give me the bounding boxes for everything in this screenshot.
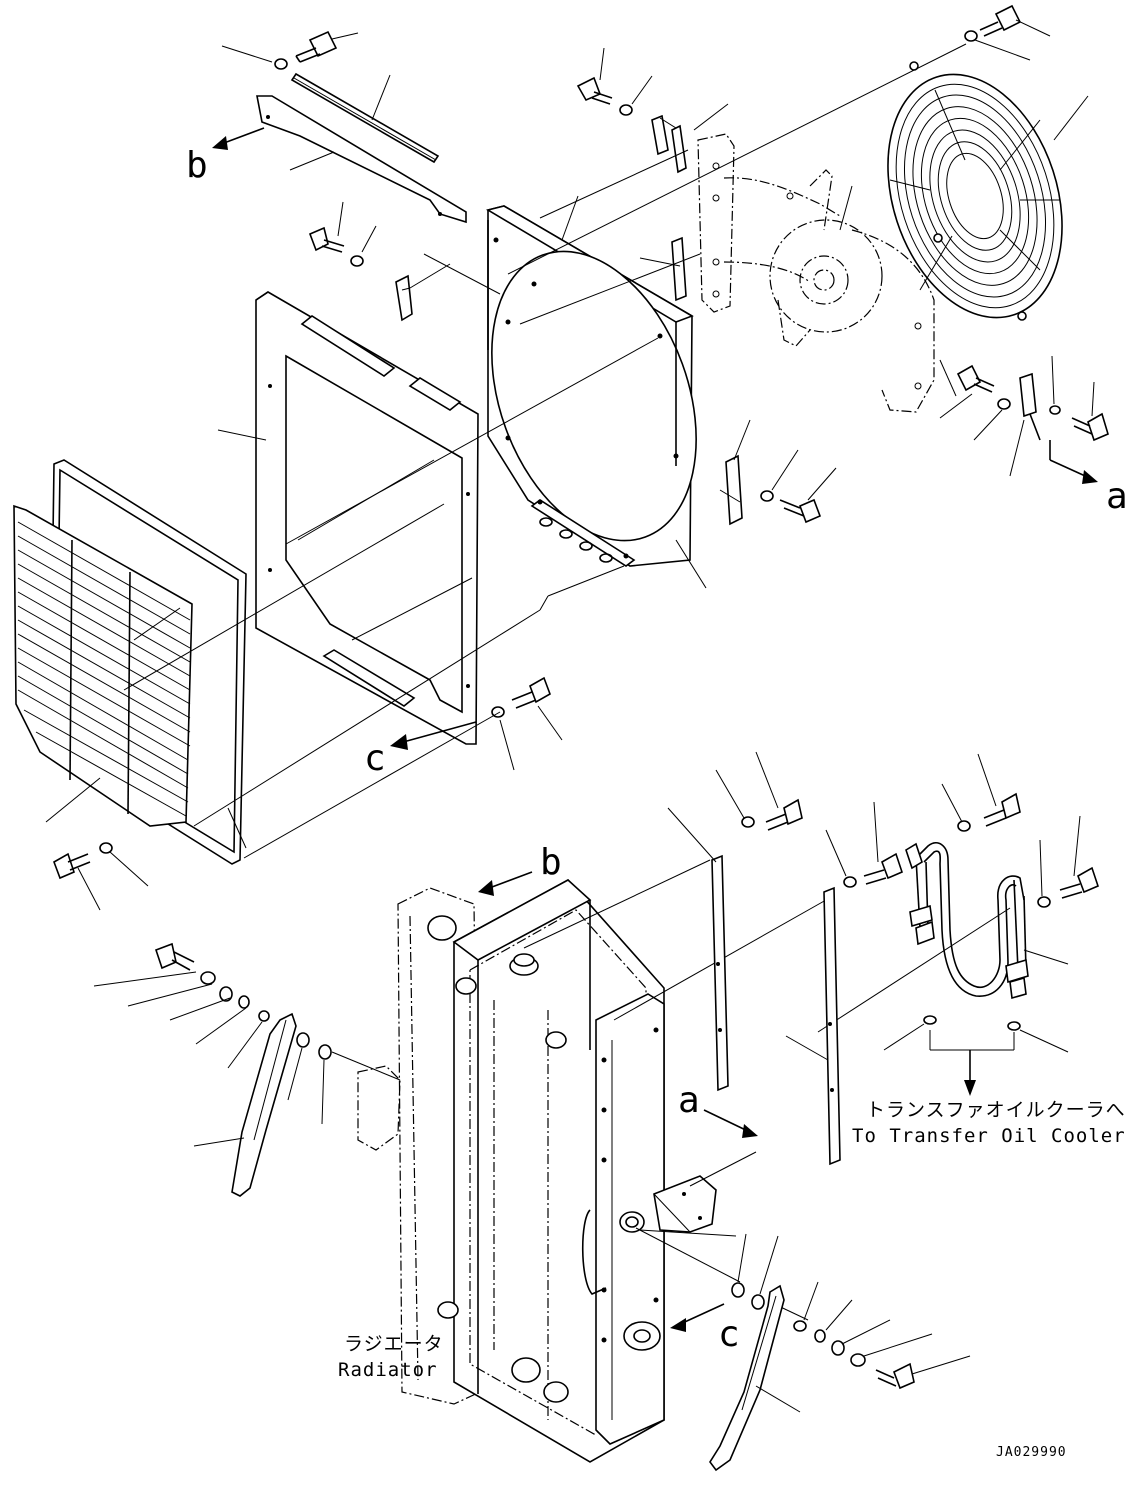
washer-icon bbox=[850, 1353, 866, 1367]
label-c-top: c bbox=[364, 738, 386, 779]
upper-tank bbox=[427, 915, 567, 1049]
drawing-code: JA029990 bbox=[996, 1445, 1067, 1460]
stay-plates-group: a bbox=[667, 751, 903, 1166]
bolt-icon bbox=[765, 798, 803, 831]
label-c-bottom: c bbox=[718, 1314, 740, 1355]
label-transfer-en: To Transfer Oil Cooler bbox=[852, 1125, 1126, 1147]
arrow-b-top bbox=[212, 127, 265, 150]
washer-icon bbox=[1037, 896, 1051, 908]
washer-icon bbox=[760, 490, 774, 502]
panel-bolt-group: c bbox=[364, 676, 563, 779]
label-radiator-jp: ラジエータ bbox=[344, 1333, 444, 1355]
washer-icon bbox=[200, 971, 216, 985]
fan-shroud bbox=[485, 195, 707, 589]
stay-plate bbox=[1019, 372, 1041, 441]
washer-icon bbox=[350, 255, 364, 267]
bolt-icon bbox=[511, 676, 551, 709]
bolt-icon bbox=[53, 852, 91, 880]
radiator-grille bbox=[13, 459, 247, 911]
washer-icon bbox=[238, 995, 250, 1009]
nut-icon bbox=[219, 986, 233, 1002]
bolt-icon bbox=[308, 226, 345, 253]
bolt-icon bbox=[875, 1362, 915, 1390]
bolt-icon bbox=[1071, 412, 1109, 442]
bracket-arm bbox=[231, 1012, 297, 1197]
arrow-c-top bbox=[390, 721, 477, 750]
latch-clip bbox=[395, 274, 413, 322]
bolt-icon bbox=[863, 852, 903, 885]
bolt-icon bbox=[779, 498, 822, 524]
arrow-c-bottom bbox=[670, 1303, 725, 1332]
oil-pipe bbox=[905, 842, 1029, 1000]
grille-slats bbox=[17, 521, 191, 817]
mount-clip bbox=[651, 114, 687, 174]
guard-panel bbox=[217, 291, 479, 745]
stay-plate-long bbox=[823, 886, 841, 1166]
stay-group: a bbox=[939, 355, 1128, 517]
washer-icon bbox=[274, 58, 288, 70]
washer-icon bbox=[741, 816, 755, 828]
label-b-bottom: b bbox=[540, 842, 562, 883]
stay-plate-long bbox=[711, 854, 729, 1092]
arrow-a-top bbox=[1049, 440, 1098, 484]
fan-motor-bracket-phantom bbox=[697, 133, 935, 413]
radiator-core: b c bbox=[357, 842, 740, 1463]
label-transfer-jp: トランスファオイルクーラへ bbox=[866, 1099, 1126, 1121]
fan-guard bbox=[887, 61, 1063, 321]
washer-icon bbox=[964, 30, 978, 42]
label-b-top: b bbox=[186, 145, 208, 186]
bolt-icon bbox=[576, 76, 613, 105]
cover-plate bbox=[256, 95, 467, 224]
washer-icon bbox=[1049, 405, 1061, 415]
label-a-top: a bbox=[1106, 476, 1128, 517]
bolt-icon bbox=[295, 30, 338, 63]
arrow-b-bottom bbox=[478, 871, 533, 896]
left-arm-group bbox=[93, 942, 332, 1197]
assembly-center-lines bbox=[123, 43, 1011, 1321]
side-clip-group bbox=[725, 419, 837, 526]
oil-pipe-group: トランスファオイルクーラへ To Transfer Oil Cooler bbox=[852, 753, 1126, 1147]
spacer-icon bbox=[258, 1010, 270, 1022]
mount-bracket bbox=[653, 1175, 717, 1233]
bracket-clips-group bbox=[576, 47, 729, 302]
side-clip bbox=[725, 454, 743, 526]
bolt-icon bbox=[154, 942, 195, 971]
washer-icon bbox=[814, 1329, 826, 1343]
arrow-a-bottom bbox=[703, 1109, 758, 1138]
nut-icon bbox=[751, 1294, 765, 1310]
bolt-icon bbox=[956, 364, 995, 393]
washer-icon bbox=[619, 104, 633, 116]
washer-icon bbox=[957, 820, 971, 832]
bolt-icon bbox=[983, 792, 1021, 827]
shroud-bolt-group bbox=[308, 201, 451, 322]
fan-guard-group bbox=[887, 4, 1089, 321]
seal-strip bbox=[290, 72, 440, 164]
bolt-icon bbox=[979, 4, 1022, 37]
right-arm-group bbox=[709, 1233, 971, 1472]
radiator-cap bbox=[509, 953, 539, 976]
top-cover-group: b bbox=[186, 30, 467, 224]
washer-icon bbox=[731, 1282, 745, 1298]
bolt-icon bbox=[1059, 866, 1099, 899]
lower-tank bbox=[437, 1301, 661, 1403]
nut-icon bbox=[831, 1340, 845, 1356]
label-radiator-en: Radiator bbox=[338, 1359, 438, 1381]
label-a-bottom: a bbox=[678, 1080, 700, 1121]
mount-clip bbox=[671, 236, 687, 302]
arrow-to-oil-cooler bbox=[929, 1030, 1015, 1096]
spacer-icon bbox=[793, 1320, 807, 1332]
bracket-arm bbox=[709, 1284, 785, 1472]
washer-icon bbox=[843, 876, 857, 888]
washer-icon bbox=[997, 398, 1011, 410]
washer-icon bbox=[99, 842, 113, 854]
washer-icon bbox=[318, 1044, 332, 1060]
nut-icon bbox=[296, 1032, 310, 1048]
